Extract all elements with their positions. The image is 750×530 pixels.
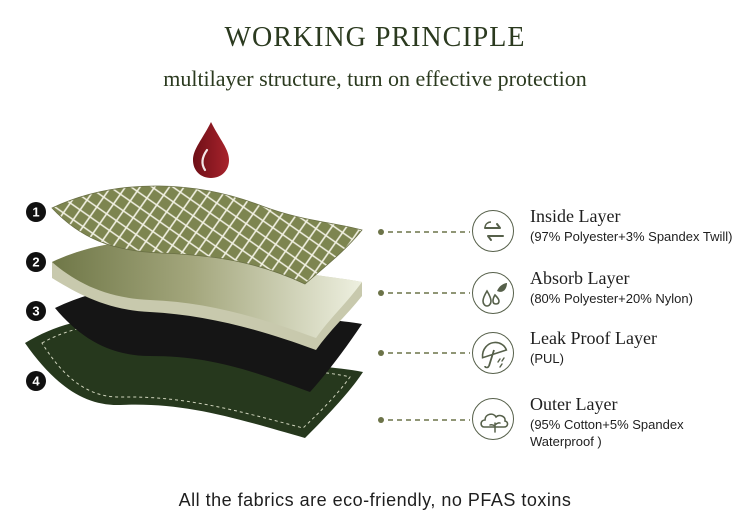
layer-item-outer: Outer Layer (95% Cotton+5% Spandex Water…	[472, 394, 742, 454]
droplets-leaf-icon	[472, 272, 514, 314]
connector-absorb	[378, 290, 470, 296]
page-subtitle: multilayer structure, turn on effective …	[163, 66, 587, 91]
number-badge-4: 4	[26, 371, 46, 391]
inside-layer-fabric	[51, 185, 363, 285]
cloud-leaf-icon	[472, 398, 514, 440]
number-badge-2: 2	[26, 252, 46, 272]
layer-description: (PUL)	[530, 351, 564, 366]
layer-description: (97% Polyester+3% Spandex Twill)	[530, 229, 733, 244]
layer-name: Outer Layer	[530, 394, 618, 414]
connector-leakproof	[378, 350, 470, 356]
umbrella-icon	[472, 332, 514, 374]
layer-item-inside: Inside Layer (97% Polyester+3% Spandex T…	[472, 206, 742, 266]
number-badge-1: 1	[26, 202, 46, 222]
number-badge-label: 1	[32, 205, 39, 220]
number-badge-3: 3	[26, 301, 46, 321]
connector-outer	[378, 417, 470, 423]
layer-description: (95% Cotton+5% Spandex Waterproof )	[530, 417, 684, 449]
connector-inside	[378, 229, 470, 235]
layer-name: Inside Layer	[530, 206, 621, 226]
number-badge-label: 2	[32, 255, 39, 270]
layer-description: (80% Polyester+20% Nylon)	[530, 291, 693, 306]
layer-item-leakproof: Leak Proof Layer (PUL)	[472, 328, 742, 388]
number-badge-label: 3	[32, 304, 39, 319]
layer-name: Absorb Layer	[530, 268, 630, 288]
number-badge-label: 4	[32, 374, 40, 389]
blood-drop-icon	[193, 122, 229, 178]
page-title: WORKING PRINCIPLE	[224, 22, 526, 53]
recycle-arrows-icon	[472, 210, 514, 252]
absorb-layer-fabric	[52, 240, 362, 350]
footer-note: All the fabrics are eco-friendly, no PFA…	[178, 490, 572, 510]
layer-name: Leak Proof Layer	[530, 328, 657, 348]
layer-item-absorb: Absorb Layer (80% Polyester+20% Nylon)	[472, 268, 742, 328]
